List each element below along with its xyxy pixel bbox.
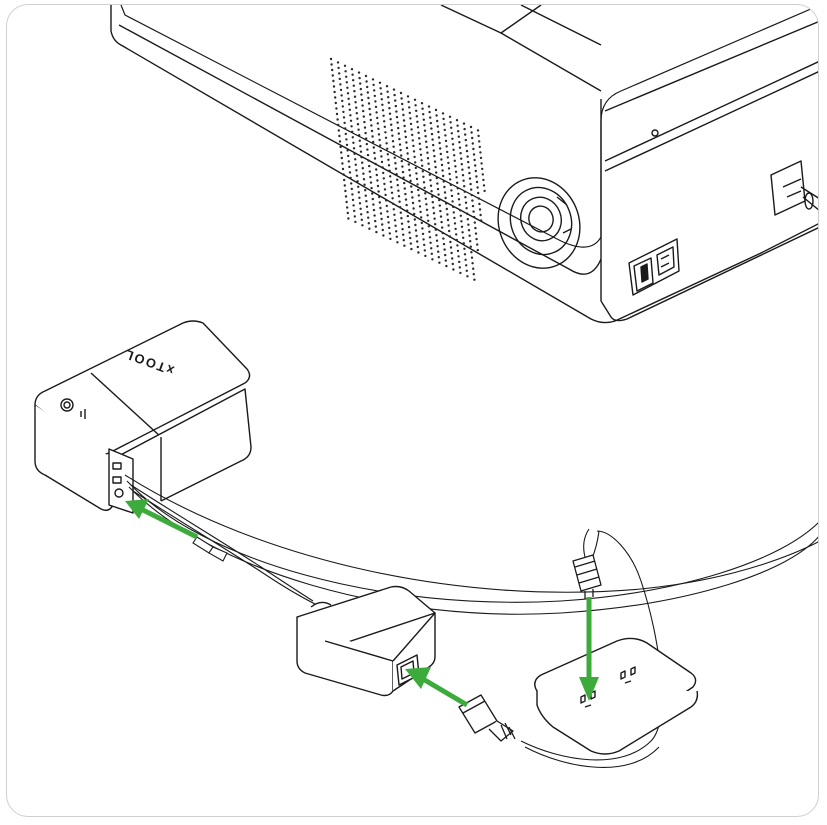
connection-diagram: xTOOL xyxy=(34,5,818,768)
connection-arrows xyxy=(125,499,599,708)
arrow-to-adapter xyxy=(405,667,469,708)
power-adapter xyxy=(296,585,436,697)
laser-machine xyxy=(110,5,818,324)
diagram-frame: xTOOL xyxy=(6,4,819,817)
power-strip xyxy=(534,637,699,755)
power-unit xyxy=(34,320,252,514)
machine-power-inlet xyxy=(628,238,680,296)
vent-grille xyxy=(329,57,486,281)
wall-plug xyxy=(572,554,602,599)
arrow-to-power-strip xyxy=(579,597,599,701)
machine-air-port xyxy=(770,160,818,216)
round-port xyxy=(497,177,581,269)
c13-plug xyxy=(458,694,516,742)
arrow-to-power-unit xyxy=(125,499,199,540)
